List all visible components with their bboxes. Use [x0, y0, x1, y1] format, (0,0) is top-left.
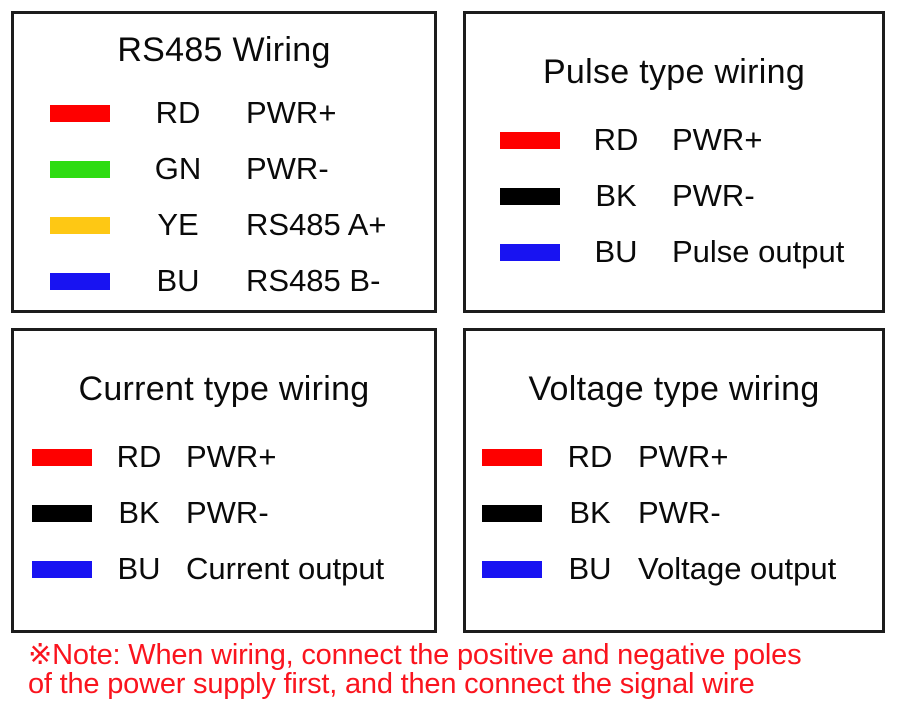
panel-title: RS485 Wiring [117, 31, 331, 69]
wire-color-code: RD [593, 122, 639, 157]
wire-function-label: Voltage output [638, 551, 837, 586]
wire-function-label: PWR+ [246, 95, 337, 130]
wire-row-black: BK PWR- [466, 168, 882, 224]
wire-row-green: GN PWR- [14, 141, 434, 197]
wire-color-code: YE [157, 207, 199, 242]
wiring-panels-grid: RS485 Wiring RD PWR+ GN PWR- YE RS485 A+ [11, 11, 885, 633]
wire-function-label: PWR- [186, 495, 269, 530]
wire-color-swatch-green [50, 160, 110, 178]
wiring-note: ※Note: When wiring, connect the positive… [28, 639, 802, 700]
wire-color-code: GN [154, 151, 202, 186]
panel-title: Voltage type wiring [528, 370, 820, 408]
wire-color-swatch-blue [50, 272, 110, 290]
wire-function-label: RS485 B- [246, 263, 381, 298]
wire-row-black: BK PWR- [14, 485, 434, 541]
wire-color-swatch-blue [32, 560, 92, 578]
wire-color-swatch-blue [482, 560, 542, 578]
panel-rs485-wiring: RS485 Wiring RD PWR+ GN PWR- YE RS485 A+ [11, 11, 437, 313]
wire-color-code: BU [568, 551, 612, 586]
wire-function-label: RS485 A+ [246, 207, 387, 242]
wire-function-label: Current output [186, 551, 385, 586]
wire-function-label: PWR+ [672, 122, 763, 157]
wire-function-label: PWR- [246, 151, 329, 186]
wire-row-red: RD PWR+ [466, 429, 882, 485]
wire-color-swatch-red [500, 131, 560, 149]
wire-color-code: BU [117, 551, 161, 586]
wire-function-label: PWR- [638, 495, 721, 530]
panel-title: Pulse type wiring [542, 53, 806, 91]
wire-color-swatch-red [482, 448, 542, 466]
wire-color-code: BK [595, 178, 637, 213]
wire-row-blue: BU RS485 B- [14, 253, 434, 309]
wire-row-red: RD PWR+ [14, 429, 434, 485]
wire-color-swatch-black [32, 504, 92, 522]
wire-legend-list: RD PWR+ BK PWR- BU Voltage output [466, 429, 882, 597]
wire-color-code: BK [569, 495, 611, 530]
wire-function-label: PWR- [672, 178, 755, 213]
wire-color-code: BU [156, 263, 200, 298]
wire-function-label: PWR+ [638, 439, 729, 474]
wire-color-swatch-black [482, 504, 542, 522]
note-line-2: of the power supply first, and then conn… [28, 668, 755, 700]
wire-row-red: RD PWR+ [466, 112, 882, 168]
wire-legend-list: RD PWR+ BK PWR- BU Pulse output [466, 112, 882, 280]
wire-row-red: RD PWR+ [14, 85, 434, 141]
panel-pulse-type-wiring: Pulse type wiring RD PWR+ BK PWR- BU Pul… [463, 11, 885, 313]
wire-row-blue: BU Current output [14, 541, 434, 597]
wire-color-swatch-blue [500, 243, 560, 261]
wire-row-black: BK PWR- [466, 485, 882, 541]
panel-title: Current type wiring [78, 370, 370, 408]
wire-color-code: RD [567, 439, 613, 474]
panel-current-type-wiring: Current type wiring RD PWR+ BK PWR- BU C… [11, 328, 437, 633]
wire-legend-list: RD PWR+ GN PWR- YE RS485 A+ BU RS485 B- [14, 85, 434, 309]
wire-color-swatch-yellow [50, 216, 110, 234]
wire-color-swatch-red [50, 104, 110, 122]
wire-function-label: Pulse output [672, 234, 845, 269]
wire-color-code: BK [118, 495, 160, 530]
wire-row-yellow: YE RS485 A+ [14, 197, 434, 253]
wire-row-blue: BU Voltage output [466, 541, 882, 597]
wire-legend-list: RD PWR+ BK PWR- BU Current output [14, 429, 434, 597]
note-line-1: ※Note: When wiring, connect the positive… [28, 639, 802, 671]
wire-color-code: RD [116, 439, 162, 474]
wire-function-label: PWR+ [186, 439, 277, 474]
wire-color-code: RD [155, 95, 201, 130]
wire-row-blue: BU Pulse output [466, 224, 882, 280]
wire-color-code: BU [594, 234, 638, 269]
wire-color-swatch-red [32, 448, 92, 466]
panel-voltage-type-wiring: Voltage type wiring RD PWR+ BK PWR- BU V… [463, 328, 885, 633]
wire-color-swatch-black [500, 187, 560, 205]
